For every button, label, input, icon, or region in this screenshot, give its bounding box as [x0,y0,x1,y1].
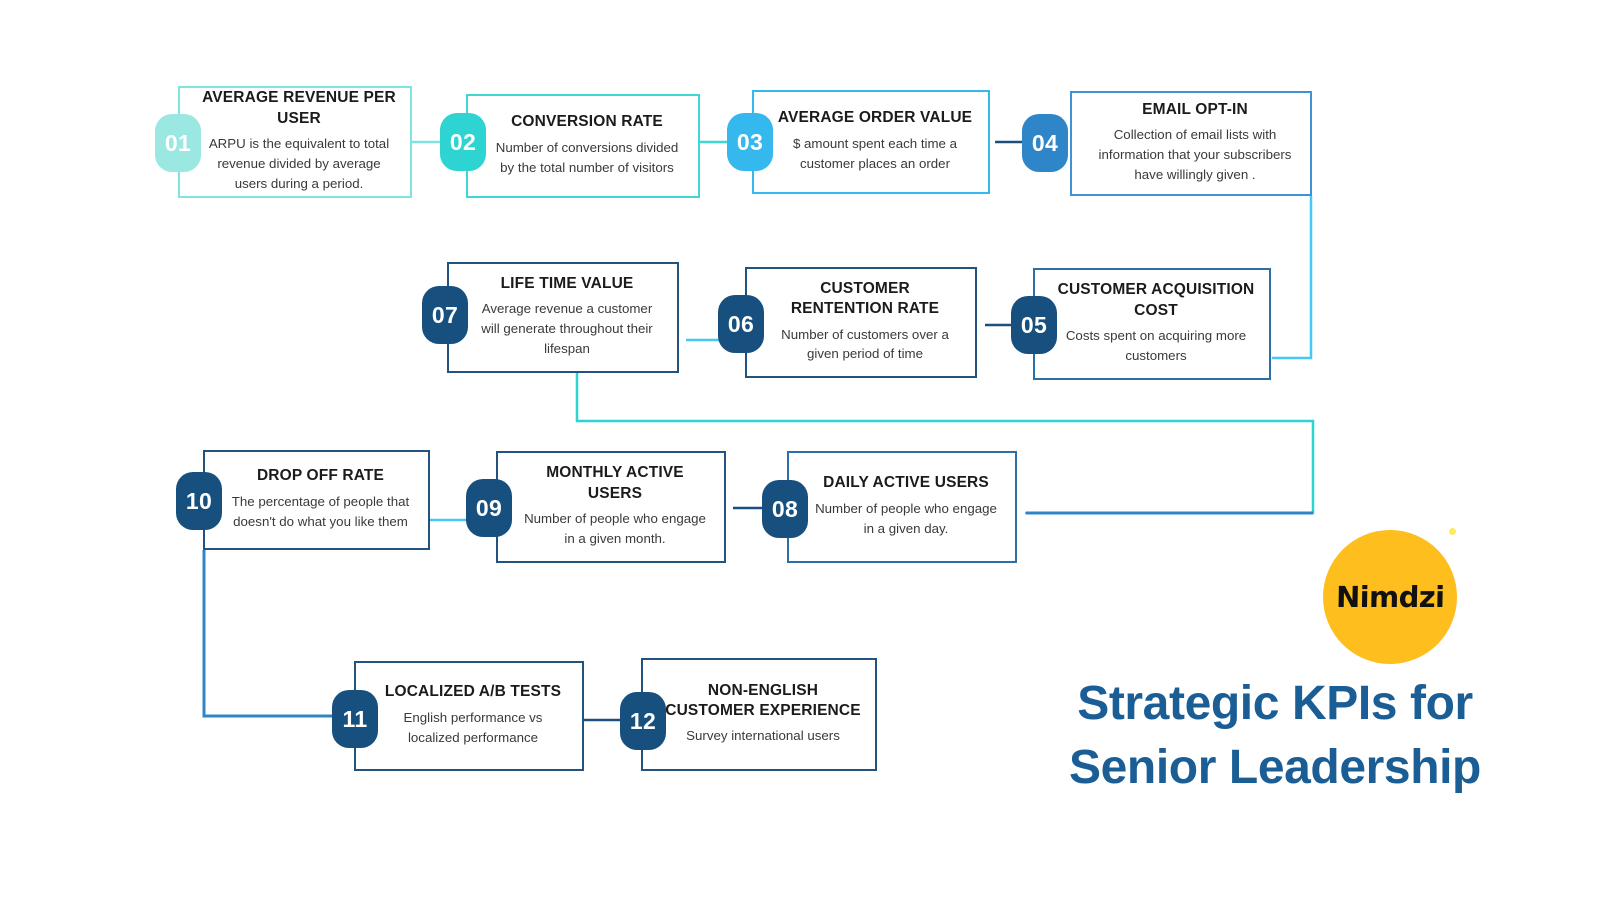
nimdzi-logo-icon: Nimdzi [1323,528,1457,664]
kpi-card-11-description: English performance vs localized perform… [403,709,543,745]
kpi-badge-12[interactable]: 12 [620,692,666,750]
kpi-card-02-title: CONVERSION RATE [511,113,663,131]
kpi-badge-05-number: 05 [1020,311,1048,338]
kpi-badge-11-number: 11 [342,705,368,732]
kpi-badge-06[interactable]: 06 [718,295,764,353]
kpi-badge-03[interactable]: 03 [727,113,773,171]
kpi-card-01-description: ARPU is the equivalent to total revenue … [208,136,390,191]
page-title-line-2: Senior Leadership [1069,740,1481,794]
kpi-card-01[interactable]: AVERAGE REVENUE PER USER ARPU is the equ… [178,86,412,198]
kpi-card-05-title: CUSTOMER ACQUISITION COST [1057,281,1255,319]
kpi-badge-05[interactable]: 05 [1011,296,1057,354]
kpi-badge-01-number: 01 [164,129,192,156]
kpi-badge-07-number: 07 [431,301,459,328]
connector-04-05 [1272,196,1313,360]
kpi-badge-01[interactable]: 01 [155,114,201,172]
kpi-badge-04-number: 04 [1031,129,1059,156]
kpi-card-11-title: LOCALIZED A/B TESTS [384,683,562,701]
kpi-card-08-description: Number of people who engage in a given d… [815,500,997,536]
kpi-card-10-title: DROP OFF RATE [256,467,385,485]
kpi-badge-07[interactable]: 07 [422,286,468,344]
kpi-badge-06-number: 06 [727,310,755,337]
kpi-card-09-title: MONTHLY ACTIVE USERS [546,464,684,502]
kpi-card-07-description: Average revenue a customer will generate… [481,301,653,357]
kpi-card-07-title: LIFE TIME VALUE [500,274,634,292]
kpi-badge-10-number: 10 [185,487,213,514]
kpi-card-09[interactable]: MONTHLY ACTIVE USERS Number of people wh… [496,451,726,563]
kpi-card-04[interactable]: EMAIL OPT-IN Collection of email lists w… [1070,91,1312,196]
kpi-card-01-title: AVERAGE REVENUE PER USER [202,89,396,127]
kpi-card-03-title: AVERAGE ORDER VALUE [777,109,973,127]
kpi-badge-08[interactable]: 08 [762,480,808,538]
kpi-badge-12-number: 12 [629,707,657,734]
kpi-card-09-description: Number of people who engage in a given m… [524,511,706,546]
kpi-card-06-description: Number of customers over a given period … [781,326,949,362]
kpi-card-12-title: NON-ENGLISH CUSTOMER EXPERIENCE [665,681,861,720]
kpi-badge-08-number: 08 [771,495,799,522]
kpi-card-08[interactable]: DAILY ACTIVE USERS Number of people who … [787,451,1017,563]
kpi-card-10[interactable]: DROP OFF RATE The percentage of people t… [203,450,430,550]
kpi-badge-03-number: 03 [736,128,764,155]
kpi-card-07[interactable]: LIFE TIME VALUE Average revenue a custom… [447,262,679,373]
kpi-card-12[interactable]: NON-ENGLISH CUSTOMER EXPERIENCE Survey i… [641,658,877,771]
kpi-badge-10[interactable]: 10 [176,472,222,530]
kpi-card-02[interactable]: CONVERSION RATE Number of conversions di… [466,94,700,198]
kpi-card-11[interactable]: LOCALIZED A/B TESTS English performance … [354,661,584,771]
kpi-badge-11[interactable]: 11 [332,690,378,748]
kpi-card-12-description: Survey international users [686,728,840,744]
kpi-card-04-description: Collection of email lists with informati… [1098,127,1292,183]
nimdzi-logo-dot-icon [1449,528,1456,535]
kpi-card-03-description: $ amount spent each time a customer plac… [792,135,958,171]
page-title: Strategic KPIs for Senior Leadership [1035,672,1515,800]
kpi-card-06-title: CUSTOMER RENTENTION RATE [790,279,940,318]
connector-10-11 [202,550,338,718]
kpi-card-05[interactable]: CUSTOMER ACQUISITION COST Costs spent on… [1033,268,1271,380]
page-title-line-1: Strategic KPIs for [1077,677,1473,730]
kpi-card-03[interactable]: AVERAGE ORDER VALUE $ amount spent each … [752,90,990,194]
kpi-card-10-description: The percentage of people that doesn't do… [231,493,410,529]
kpi-card-05-description: Costs spent on acquiring more customers [1065,328,1247,363]
kpi-card-04-title: EMAIL OPT-IN [1142,100,1248,118]
nimdzi-wordmark: Nimdzi [1335,580,1445,614]
kpi-badge-02-number: 02 [449,128,477,155]
kpi-badge-09[interactable]: 09 [466,479,512,537]
kpi-card-02-description: Number of conversions divided by the tot… [495,139,679,175]
kpi-badge-04[interactable]: 04 [1022,114,1068,172]
kpi-card-08-title: DAILY ACTIVE USERS [823,474,989,492]
kpi-card-06[interactable]: CUSTOMER RENTENTION RATE Number of custo… [745,267,977,378]
kpi-badge-02[interactable]: 02 [440,113,486,171]
kpi-badge-09-number: 09 [475,494,503,521]
